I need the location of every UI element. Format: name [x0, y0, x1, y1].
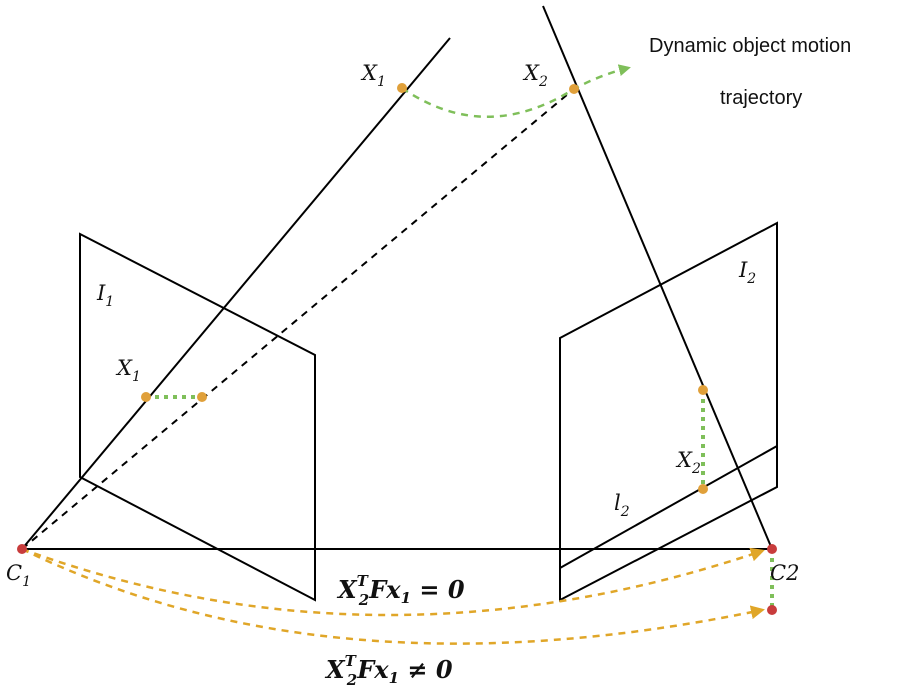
label-camera-c1: C1: [6, 561, 31, 590]
motion-caption-line2: trajectory: [720, 87, 802, 109]
label-image-plane-2: I2: [738, 258, 756, 287]
label-image-x2: X2: [675, 448, 701, 477]
label-world-x1: X1: [360, 61, 386, 90]
label-world-x2: X2: [522, 61, 548, 90]
image2-point-upper: [698, 385, 708, 395]
ray-c1-x1: [21, 37, 451, 550]
world-point-x1: [397, 83, 407, 93]
transform-arrow-neq-zero: [21, 547, 765, 645]
image2-point-x2: [698, 484, 708, 494]
ray-c1-x2-dashed: [21, 88, 575, 550]
c2-point-lower: [767, 605, 777, 615]
camera-center-c2: [767, 544, 777, 554]
ray-c2-x2: [542, 5, 773, 550]
label-image-x1: X1: [115, 356, 141, 385]
image-plane-1: [79, 232, 316, 602]
camera-center-c1: [17, 544, 27, 554]
image1-point-projection: [197, 392, 207, 402]
epipolar-line-l2: [559, 445, 778, 569]
image1-point-x1: [141, 392, 151, 402]
motion-trajectory-arrow: [401, 64, 631, 118]
label-epipolar-l2: l2: [614, 491, 630, 520]
image-plane-2: [559, 221, 778, 602]
motion-caption-line1: Dynamic object motion: [649, 35, 851, 57]
world-point-x2: [569, 84, 579, 94]
label-camera-c2: C2: [770, 561, 799, 585]
label-image-plane-1: I1: [96, 281, 114, 310]
transform-arrow-eq-zero: [21, 547, 765, 617]
